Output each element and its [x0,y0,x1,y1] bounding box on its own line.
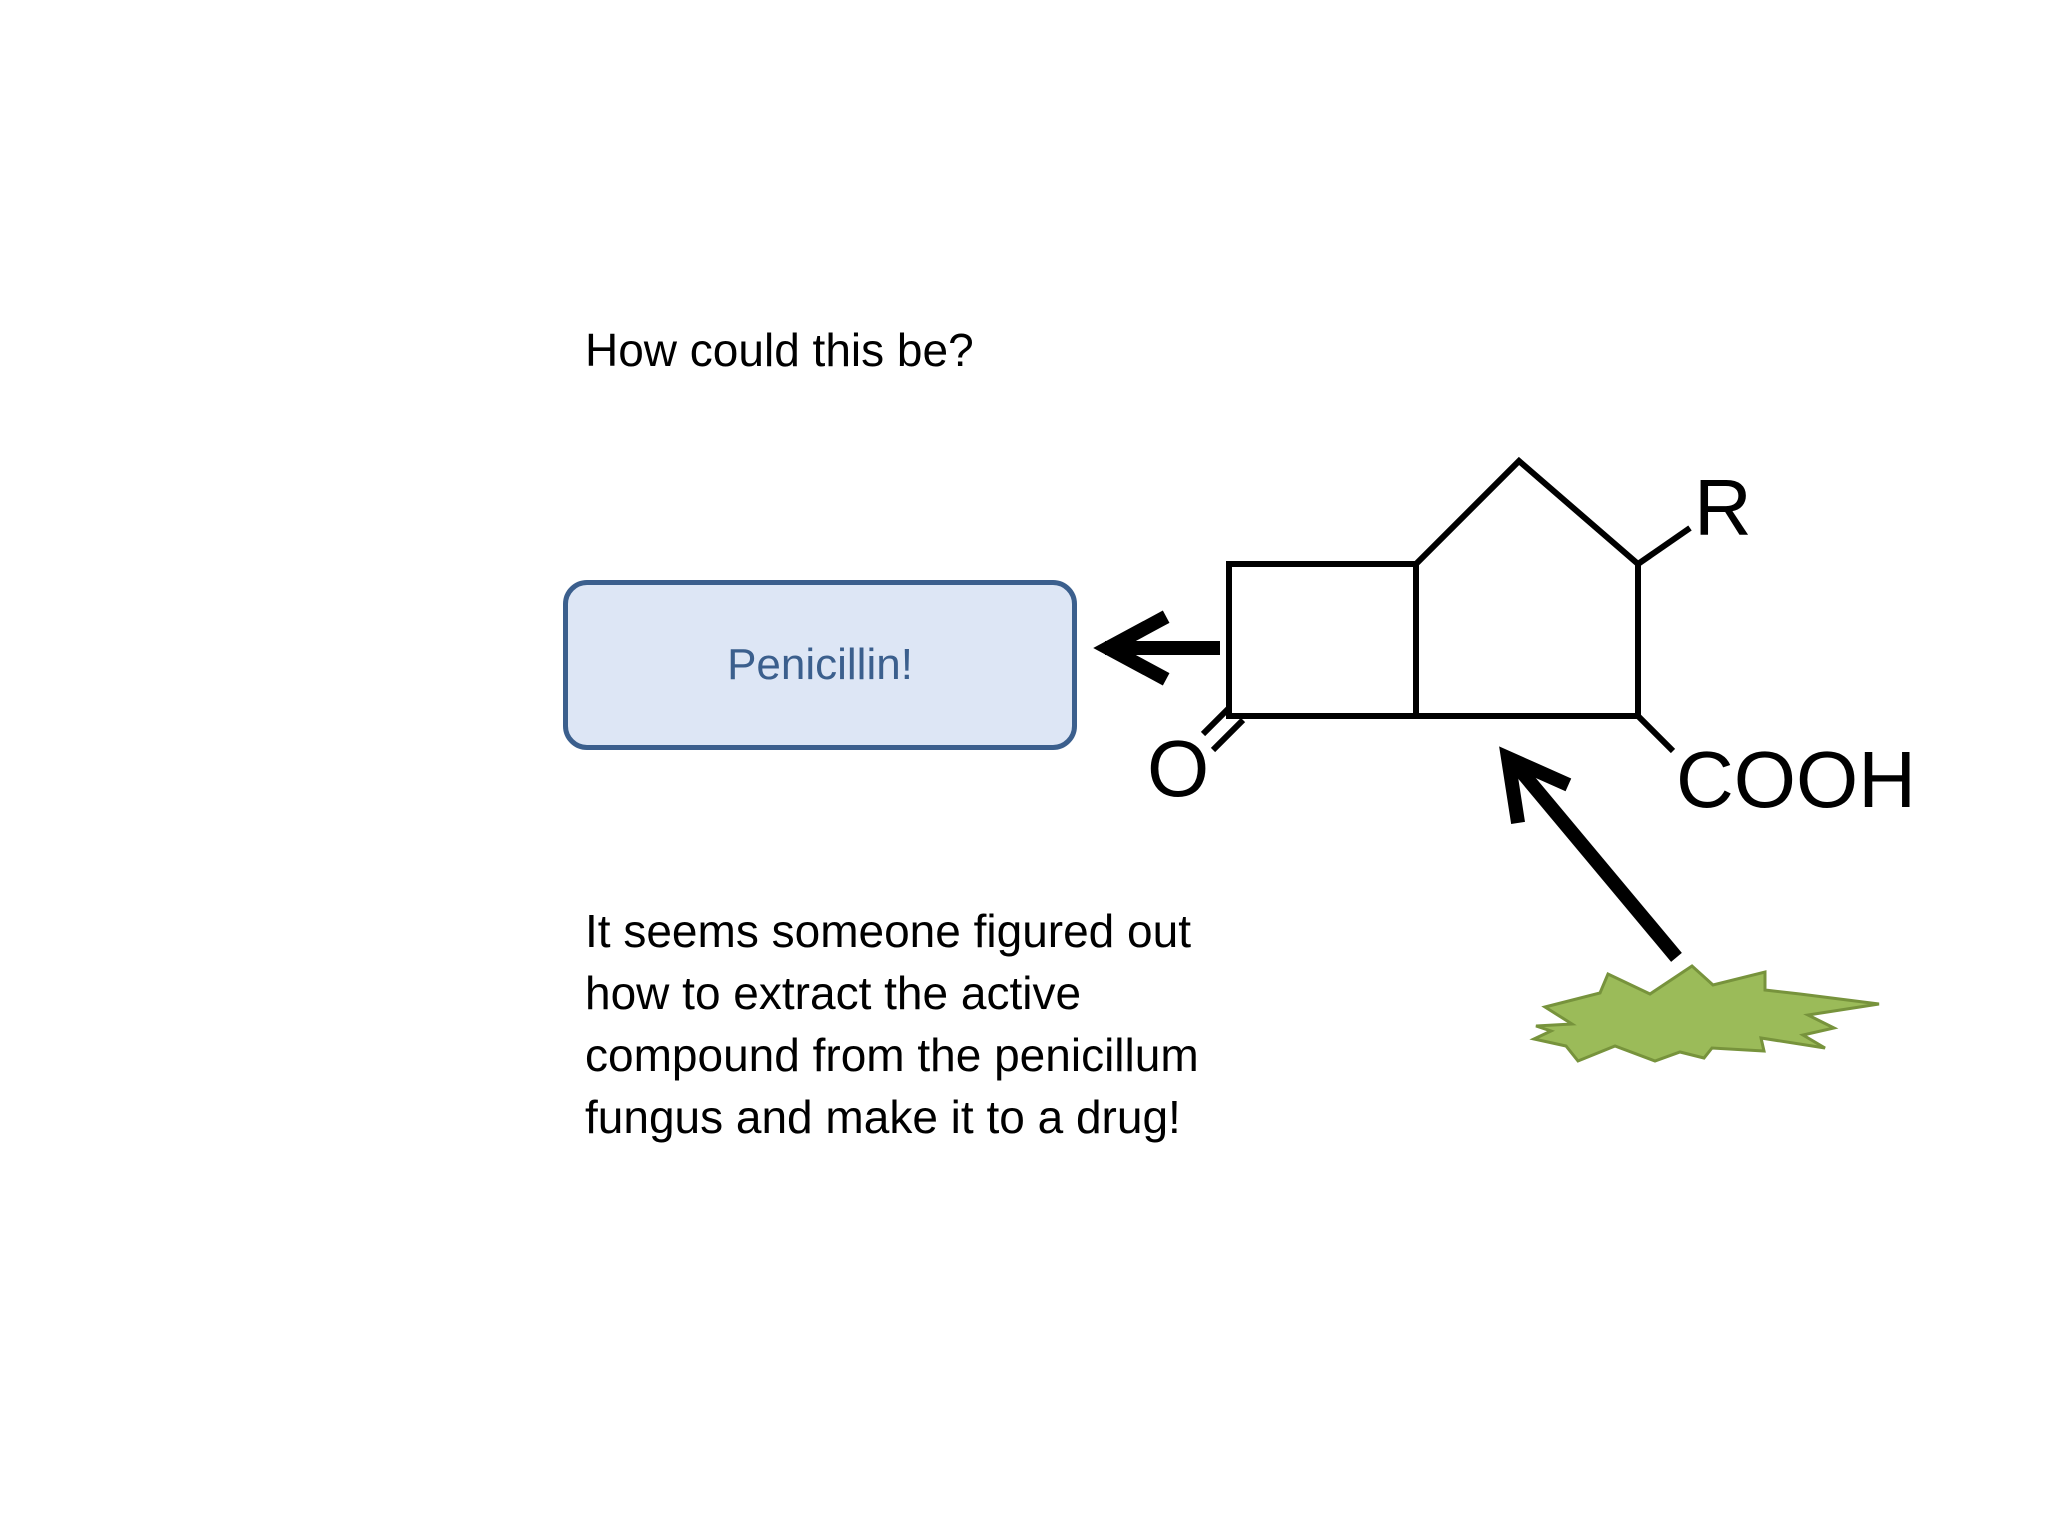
carboxyl-label: COOH [1676,735,1916,824]
explanation-line: compound from the penicillum [585,1029,1199,1081]
carbonyl-bond-outer [1200,705,1232,737]
arrow-to-penicillin-icon [1093,610,1220,686]
penicillin-structure [1200,456,1692,754]
fungus-splat-icon [1529,964,1880,1063]
penicillin-label: Penicillin! [727,640,913,689]
arrow-from-fungus-icon [1499,746,1682,962]
carboxyl-bond [1635,713,1676,754]
explanation-text: It seems someone figured out how to extr… [585,900,1305,1148]
question-text: How could this be? [585,324,974,376]
carbonyl-oxygen-label: O [1147,724,1209,813]
explanation-line: fungus and make it to a drug! [585,1091,1181,1143]
explanation-line: It seems someone figured out [585,905,1191,957]
explanation-line: how to extract the active [585,967,1082,1019]
r-group-bond [1636,525,1692,567]
penicillin-result-box: Penicillin! [563,580,1077,750]
carbonyl-bond-inner [1210,717,1246,753]
thiazolidine-ring [1413,456,1641,719]
r-group-label: R [1694,463,1752,552]
beta-lactam-ring [1226,561,1419,719]
